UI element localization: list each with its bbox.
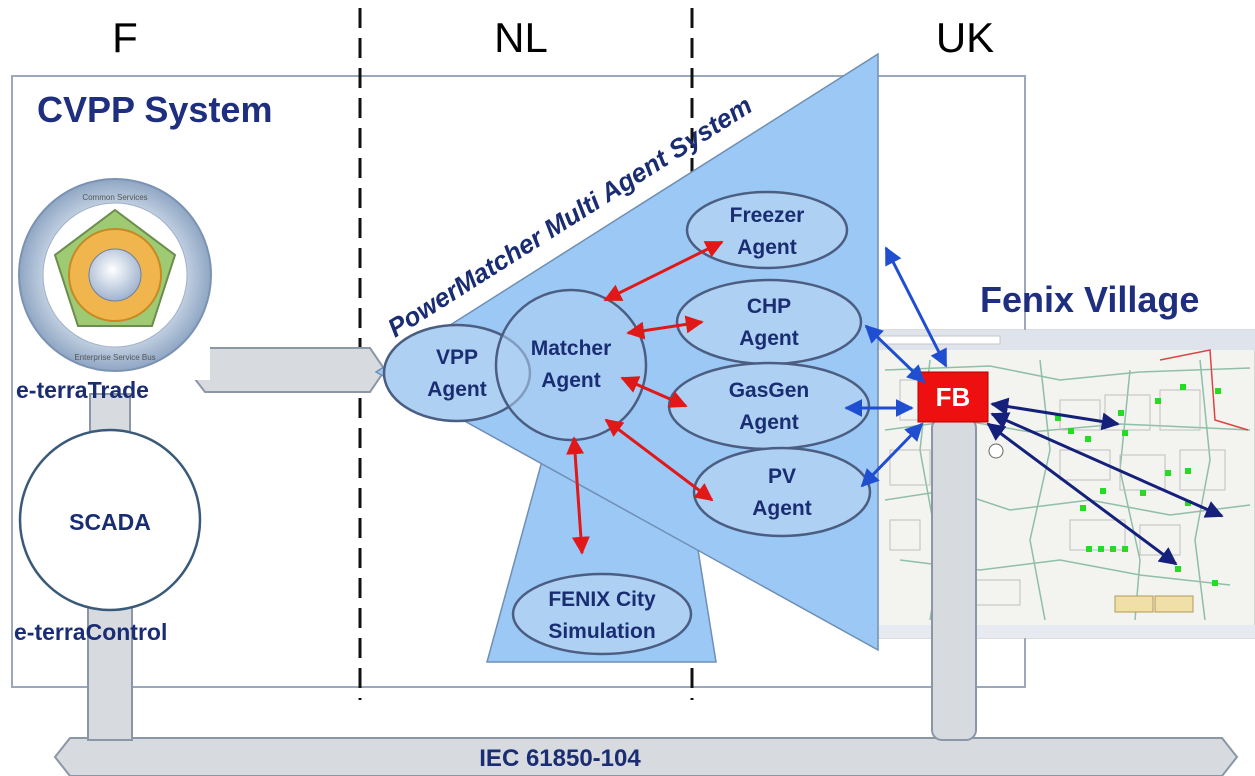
- fb-village-links: [986, 397, 1224, 566]
- chp-agent: CHP Agent: [675, 278, 863, 366]
- fb-bus-connector: [931, 417, 977, 741]
- gasgen-agent-line2: Agent: [739, 411, 799, 434]
- iec-bus-arrow: [53, 737, 1239, 776]
- cvpp-title: CVPP System: [37, 89, 272, 130]
- fb-box: [917, 371, 989, 423]
- matcher-links: [566, 240, 724, 555]
- freezer-agent-line1: Freezer: [730, 204, 805, 227]
- e-terracontrol-label: e-terraControl: [14, 619, 167, 645]
- scada-label: SCADA: [69, 509, 151, 535]
- svg-text:Enterprise Service Bus: Enterprise Service Bus: [74, 353, 155, 362]
- fb-agent-links: [844, 246, 948, 488]
- freezer-agent: Freezer Agent: [685, 190, 849, 270]
- vpp-agent: VPP Agent: [382, 323, 532, 423]
- pv-agent-line1: PV: [768, 465, 796, 488]
- country-uk: UK: [936, 14, 994, 61]
- pv-agent: PV Agent: [692, 446, 872, 538]
- city-sim-line2: Simulation: [548, 620, 655, 643]
- vpp-agent-line1: VPP: [436, 346, 478, 369]
- matcher-agent: Matcher Agent: [494, 288, 648, 442]
- enterprise-service-ring: Common Services Enterprise Service Bus: [14, 172, 212, 380]
- freezer-agent-line2: Agent: [737, 236, 797, 259]
- gasgen-agent-line1: GasGen: [729, 379, 810, 402]
- scada-node: [18, 428, 202, 612]
- e-terratrade-label: e-terraTrade: [16, 377, 149, 403]
- city-sim-line1: FENIX City: [548, 588, 656, 611]
- fenix-city-simulation: FENIX City Simulation: [511, 572, 693, 656]
- country-f: F: [112, 14, 138, 61]
- fenix-village-title: Fenix Village: [980, 279, 1199, 320]
- matcher-agent-line1: Matcher: [531, 337, 612, 360]
- chp-agent-line2: Agent: [739, 327, 799, 350]
- svg-text:Common Services: Common Services: [82, 193, 147, 202]
- iec-bus-label: IEC 61850-104: [479, 745, 641, 772]
- chp-agent-line1: CHP: [747, 295, 791, 318]
- country-nl: NL: [494, 14, 548, 61]
- matcher-agent-line2: Agent: [541, 369, 601, 392]
- gasgen-agent: GasGen Agent: [667, 361, 871, 451]
- pv-agent-line2: Agent: [752, 497, 812, 520]
- trade-vpp-connector: [186, 347, 387, 393]
- vpp-agent-line2: Agent: [427, 378, 487, 401]
- fb-label: FB: [936, 382, 971, 412]
